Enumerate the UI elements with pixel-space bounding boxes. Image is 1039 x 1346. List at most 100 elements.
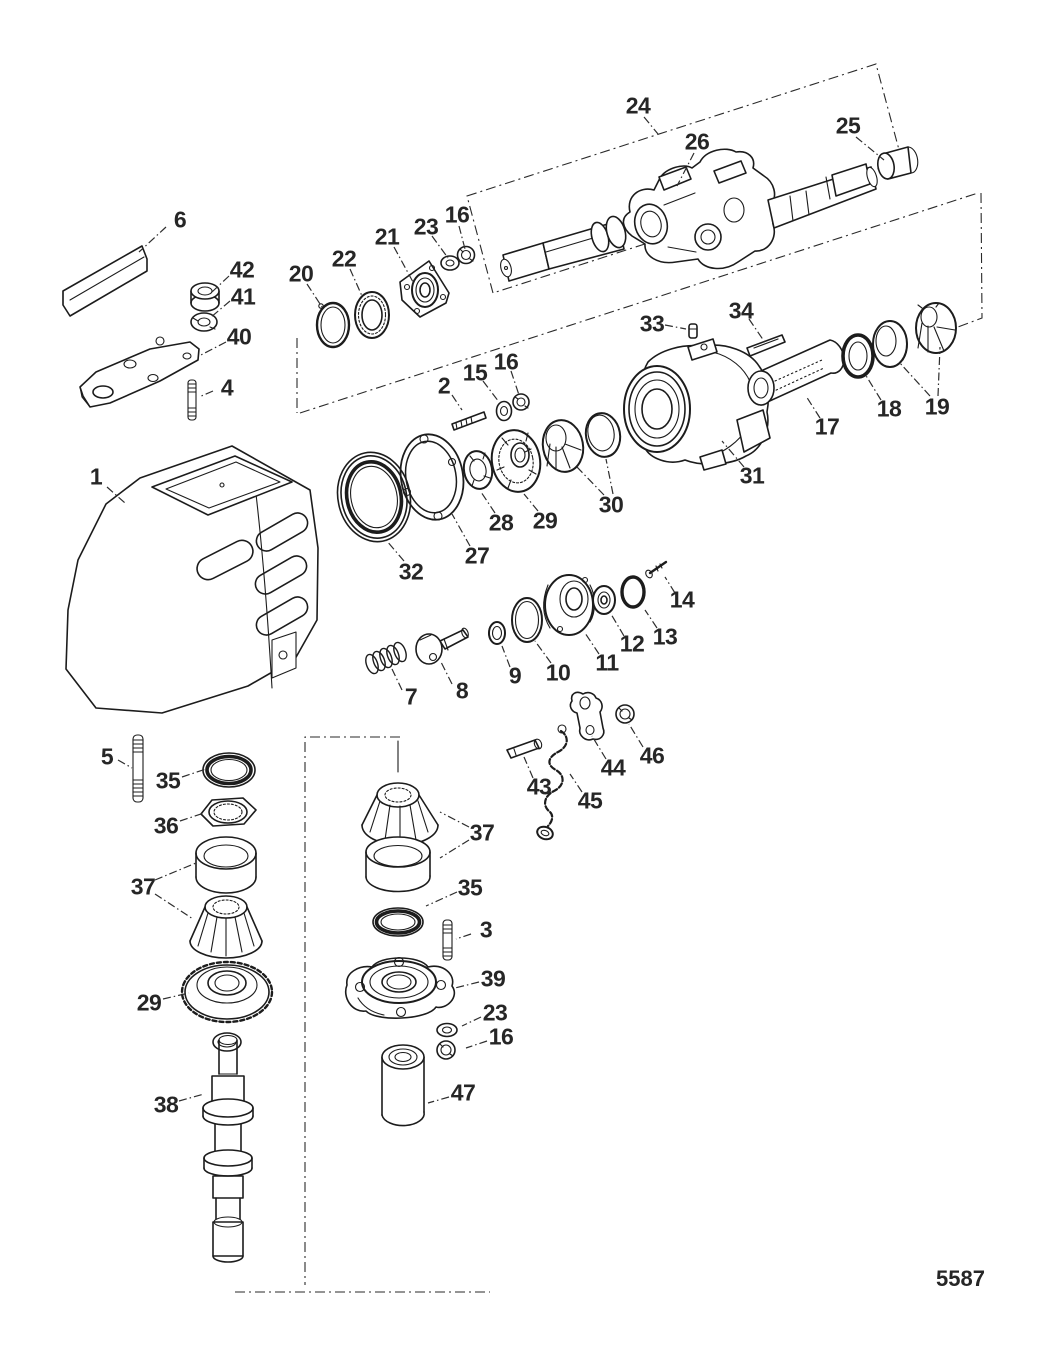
leader-line-29 — [162, 992, 190, 1000]
leader-line-40 — [198, 341, 227, 357]
part-16-locknut-top — [456, 245, 476, 265]
part-19-bearing-cone — [915, 302, 957, 354]
part-14-screw — [645, 560, 668, 579]
part-16-locknut-mid — [512, 393, 530, 411]
part-number-label-22: 22 — [331, 245, 357, 272]
part-number-label-47: 47 — [450, 1079, 476, 1106]
leader-line-20 — [306, 283, 323, 308]
leader-line-36 — [179, 812, 205, 822]
part-number-label-9: 9 — [508, 662, 522, 689]
part-18-seal-ring — [841, 333, 875, 379]
part-number-label-31: 31 — [739, 462, 765, 489]
part-number-label-40: 40 — [226, 323, 252, 350]
part-number-label-37: 37 — [130, 873, 156, 900]
part-number-label-8: 8 — [455, 677, 469, 704]
leader-line-11 — [584, 632, 600, 655]
part-number-label-13: 13 — [652, 623, 678, 650]
part-number-label-26: 26 — [684, 128, 710, 155]
leader-line-5 — [117, 759, 133, 769]
part-11-hub — [543, 574, 596, 636]
part-number-label-11: 11 — [595, 649, 619, 676]
part-13-o-ring — [620, 575, 646, 609]
part-number-label-42: 42 — [229, 256, 255, 283]
leader-line-19 — [937, 346, 941, 397]
part-1-gear-housing-cover — [65, 445, 319, 714]
leader-line-38 — [178, 1093, 205, 1102]
leader-line-16 — [510, 370, 520, 396]
leader-line-18 — [864, 373, 882, 401]
part-28-bearing — [462, 450, 494, 490]
part-45-cable — [536, 724, 568, 841]
leader-line-44 — [591, 735, 607, 760]
leader-line-37 — [154, 893, 194, 920]
part-number-label-23: 23 — [482, 999, 508, 1026]
part-number-label-10: 10 — [545, 659, 571, 686]
part-number-label-36: 36 — [153, 812, 179, 839]
part-22-oil-seal — [354, 291, 390, 339]
leader-line-23 — [431, 235, 449, 259]
part-4-stud — [187, 379, 197, 421]
part-number-label-5: 5 — [100, 743, 114, 770]
leader-line-46 — [628, 723, 644, 748]
part-number-label-20: 20 — [288, 260, 314, 287]
leader-line-41 — [209, 300, 231, 319]
leader-line-12 — [610, 613, 625, 637]
leader-line-35 — [181, 768, 207, 778]
leader-line-19 — [898, 361, 931, 397]
part-number-label-45: 45 — [577, 787, 603, 814]
leader-line-25 — [855, 136, 885, 161]
part-number-label-16: 16 — [493, 348, 519, 375]
leader-line-23 — [461, 1016, 482, 1027]
leader-line-7 — [391, 668, 403, 691]
leader-line-27 — [451, 513, 471, 547]
part-7-spring — [365, 641, 407, 675]
leader-line-37 — [439, 839, 470, 859]
part-number-label-41: 41 — [230, 283, 256, 310]
part-40-cover-plate — [79, 336, 200, 408]
part-number-label-2: 2 — [437, 372, 451, 399]
part-number-label-14: 14 — [669, 586, 695, 613]
leader-line-34 — [748, 318, 767, 345]
part-36-hex-nut — [200, 797, 257, 827]
part-9-seal — [488, 621, 506, 645]
part-number-label-27: 27 — [464, 542, 490, 569]
part-37-bearing-cup-left — [195, 836, 257, 894]
part-15-washer — [495, 400, 513, 422]
leader-line-14 — [664, 576, 676, 594]
leader-line-39 — [454, 981, 480, 989]
leader-line-31 — [721, 440, 745, 468]
part-26-ujoint-driveshaft — [500, 148, 878, 282]
part-27-gasket — [399, 433, 465, 521]
leader-line-4 — [198, 390, 214, 398]
part-3-stud — [442, 919, 453, 961]
part-number-label-16: 16 — [488, 1023, 514, 1050]
construction-lines — [235, 63, 983, 1293]
part-38-shaft — [202, 1034, 254, 1263]
part-30-ring — [584, 412, 622, 458]
part-5-stud — [132, 734, 144, 803]
leader-line-10 — [534, 640, 552, 664]
part-number-label-21: 21 — [374, 223, 400, 250]
leader-line-35 — [425, 891, 458, 907]
part-6-wedge-plate — [62, 245, 148, 317]
part-number-label-35: 35 — [155, 767, 181, 794]
leader-line-24 — [643, 116, 659, 135]
leader-line-22 — [349, 268, 363, 297]
leader-line-33 — [664, 324, 687, 330]
leader-line-6 — [138, 226, 167, 253]
part-number-label-24: 24 — [625, 92, 651, 119]
leader-line-29 — [523, 493, 539, 512]
leader-line-37 — [154, 862, 197, 881]
part-number-label-37: 37 — [469, 819, 495, 846]
part-number-label-33: 33 — [639, 310, 665, 337]
leader-line-17 — [805, 395, 821, 419]
part-number-label-12: 12 — [619, 630, 645, 657]
part-number-label-44: 44 — [600, 754, 626, 781]
leader-lines — [106, 116, 941, 1104]
part-number-label-16: 16 — [444, 201, 470, 228]
leader-line-30 — [605, 458, 614, 495]
part-number-label-6: 6 — [173, 206, 187, 233]
part-number-label-39: 39 — [480, 965, 506, 992]
leader-line-47 — [427, 1096, 450, 1104]
